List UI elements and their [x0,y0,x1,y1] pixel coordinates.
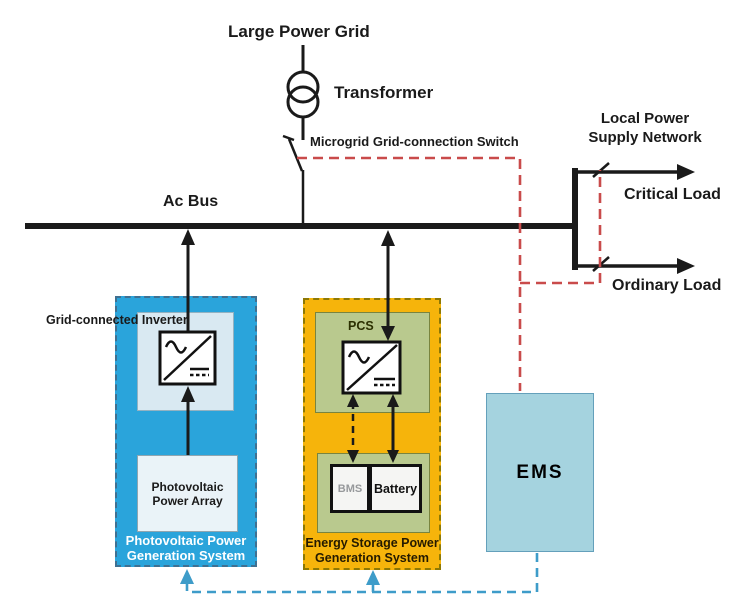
grid-switch-label: Microgrid Grid-connection Switch [310,134,519,149]
battery-box: Battery [369,464,422,513]
grid-switch-icon [282,134,305,229]
grid-connected-inverter-label: Grid-connected Inverter [46,313,188,327]
transformer-label: Transformer [334,83,434,102]
pv-to-bus-arrow [181,229,195,334]
pcs-inverter-icon [341,340,402,395]
ems-control-line-red [297,156,602,391]
pcs-label: PCS [348,319,374,333]
transformer-icon [286,70,320,119]
pcs-battery-arrow [387,394,399,463]
battery-label: Battery [373,481,418,496]
critical-load-arrow [575,164,695,180]
pcs-bms-arrow [347,394,359,463]
inverter-icon [158,330,217,386]
ems-monitor-line-blue [180,553,539,594]
critical-load-label: Critical Load [624,186,721,203]
pcs-panel [315,312,430,413]
pv-array-to-inverter-arrow [181,386,195,455]
local-network-label: Local Power Supply Network [588,110,702,146]
storage-to-bus-arrow [381,230,395,341]
bms-box: BMS [330,464,370,513]
ordinary-load-label: Ordinary Load [612,277,722,294]
large-power-grid-label: Large Power Grid [228,22,370,41]
ordinary-load-arrow [575,258,695,274]
pv-system-title: Photovoltaic Power Generation System [125,533,247,563]
storage-system-title: Energy Storage Power Generation System [305,536,439,565]
bms-label: BMS [337,482,363,495]
ac-bus-label: Ac Bus [163,193,219,210]
ems-box: EMS [486,393,594,552]
ems-label: EMS [516,461,564,483]
